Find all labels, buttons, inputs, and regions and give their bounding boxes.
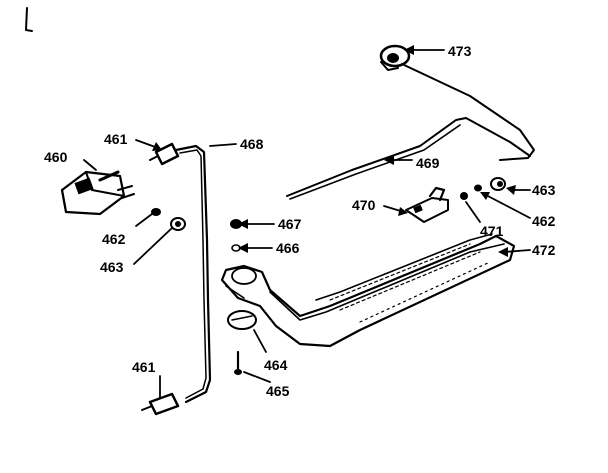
part-463-orifice-right bbox=[490, 177, 506, 191]
part-461-fitting-lower bbox=[141, 392, 180, 416]
part-472-burner bbox=[220, 233, 516, 348]
callout-460: 460 bbox=[44, 149, 68, 165]
callout-471: 471 bbox=[480, 223, 504, 239]
callout-464: 468 bbox=[240, 136, 264, 152]
part-460-valve bbox=[60, 170, 135, 216]
part-471 bbox=[460, 192, 468, 200]
callout-462-left: 462 bbox=[102, 231, 126, 247]
callout-463-left: 463 bbox=[100, 259, 124, 275]
corner-mark bbox=[25, 7, 33, 32]
callout-470: 470 bbox=[352, 197, 376, 213]
callout-473: 473 bbox=[448, 43, 472, 59]
part-465 bbox=[230, 219, 242, 229]
part-468-screw bbox=[234, 350, 242, 375]
callout-466: 466 bbox=[276, 240, 300, 256]
callout-472: 472 bbox=[532, 242, 556, 258]
callout-468: 465 bbox=[266, 383, 290, 399]
part-470-bracket bbox=[405, 186, 449, 223]
part-462-nut-right bbox=[474, 184, 482, 192]
part-463-orifice-left bbox=[170, 217, 186, 231]
callout-467: 464 bbox=[264, 357, 288, 373]
callout-465: 467 bbox=[278, 216, 302, 232]
callout-461-upper: 461 bbox=[104, 131, 128, 147]
callout-462-right: 462 bbox=[532, 213, 556, 229]
leader-lines bbox=[83, 45, 531, 399]
part-467-cap bbox=[227, 310, 257, 330]
part-461-fitting-upper bbox=[149, 142, 180, 166]
callout-461-lower: 461 bbox=[132, 359, 156, 375]
part-464-gas-tube bbox=[174, 144, 212, 404]
part-473-bracket bbox=[379, 44, 411, 71]
callout-469: 469 bbox=[416, 155, 440, 171]
part-462-nut-left bbox=[151, 208, 161, 216]
callout-463-right: 463 bbox=[532, 182, 556, 198]
